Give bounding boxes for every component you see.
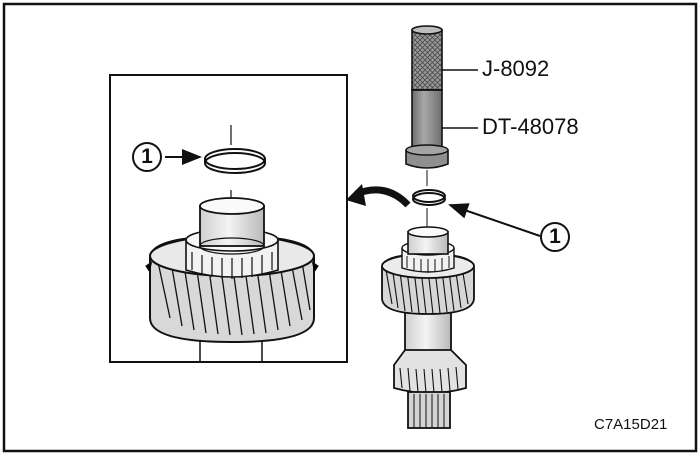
callout-arrow-right [448,203,541,237]
callout-1-detail: 1 [132,142,162,172]
output-shaft-gear [381,226,475,429]
tool-label-j8092: J-8092 [482,56,550,81]
snap-ring-detail [204,148,266,174]
gear-detail [145,197,319,361]
callout-1-detail-text: 1 [141,145,153,168]
installer-tool [405,25,478,169]
figure-code: C7A15D21 [594,416,668,433]
tool-label-dt48078: DT-48078 [482,114,579,139]
detail-inset [109,74,348,363]
detail-arrow-head [346,184,366,206]
callout-1-main: 1 [540,222,570,252]
callout-1-main-text: 1 [549,225,561,248]
figure-border [2,2,698,453]
snap-ring-main [412,170,446,228]
